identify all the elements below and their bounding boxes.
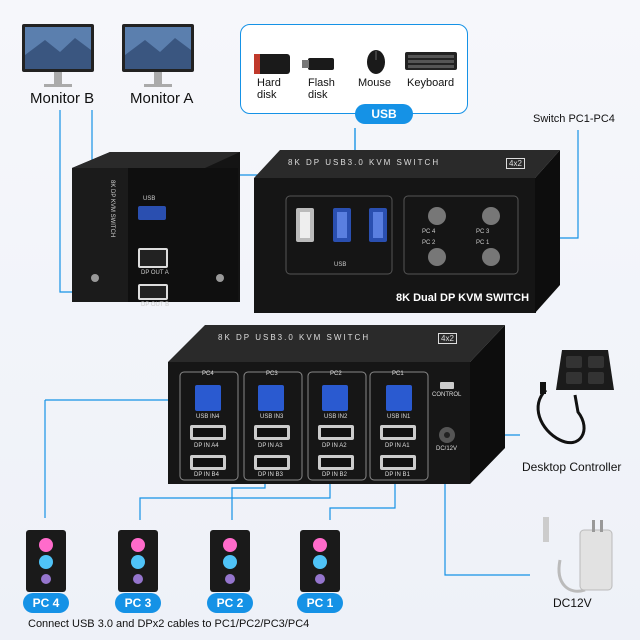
dp-in-a3-label: DP IN A3 [258,443,283,449]
pc4-badge: PC 4 [23,593,69,613]
dp-in-b4-label: DP IN B4 [194,472,219,478]
rear-top-text: 8K DP USB3.0 KVM SWITCH [218,333,371,342]
dp-in-b1-label: DP IN B1 [385,472,410,478]
dp-in-a4-label: DP IN A4 [194,443,219,449]
rear-pc2-label: PC2 [330,371,342,377]
usb-badge: USB [355,104,413,124]
back-side-text: 8K DP KVM SWITCH [109,180,115,238]
pc1-badge: PC 1 [297,593,343,613]
controller-label: Desktop Controller [522,460,622,474]
dp-in-b2-label: DP IN B2 [322,472,347,478]
switch-label: Switch PC1-PC4 [533,113,615,125]
pc2-badge: PC 2 [207,593,253,613]
back-usb-label: USB [143,196,156,202]
power-port-label: DC/12V [436,446,458,452]
dp-out-a-label: DP OUT A [141,270,169,276]
dp-in-a2-label: DP IN A2 [322,443,347,449]
mouse-label: Mouse [358,77,392,89]
dp-in-b3-label: DP IN B3 [258,472,283,478]
monitor-b-label: Monitor B [30,90,95,107]
front-caption: 8K Dual DP KVM SWITCH [396,292,530,304]
front-badge: 4x2 [506,158,525,169]
front-top-text: 8K DP USB3.0 KVM SWITCH [288,158,441,167]
front-pc4-label: PC 4 [422,229,436,235]
front-pc1-label: PC 1 [476,240,490,246]
dp-in-a1-label: DP IN A1 [385,443,410,449]
usb-in2-label: USB IN2 [324,414,348,420]
usb-in3-label: USB IN3 [260,414,284,420]
front-usb-label: USB [334,262,347,268]
usb-in4-label: USB IN4 [196,414,220,420]
monitor-a-label: Monitor A [130,90,194,107]
control-label: CONTROL [432,392,462,398]
front-pc3-label: PC 3 [476,229,490,235]
keyboard-label: Keyboard [407,77,455,89]
usb-in1-label: USB IN1 [387,414,411,420]
hard-disk-label: Hard disk [257,77,281,101]
power-label: DC12V [553,596,592,610]
rear-badge: 4x2 [438,333,457,344]
footer-caption: Connect USB 3.0 and DPx2 cables to PC1/P… [28,618,310,630]
rear-pc1-label: PC1 [392,371,404,377]
dp-out-b-label: DP OUT B [141,302,170,308]
rear-pc3-label: PC3 [266,371,278,377]
rear-pc4-label: PC4 [202,371,214,377]
front-pc2-label: PC 2 [422,240,436,246]
pc3-badge: PC 3 [115,593,161,613]
flash-disk-label: Flash disk [308,77,335,101]
